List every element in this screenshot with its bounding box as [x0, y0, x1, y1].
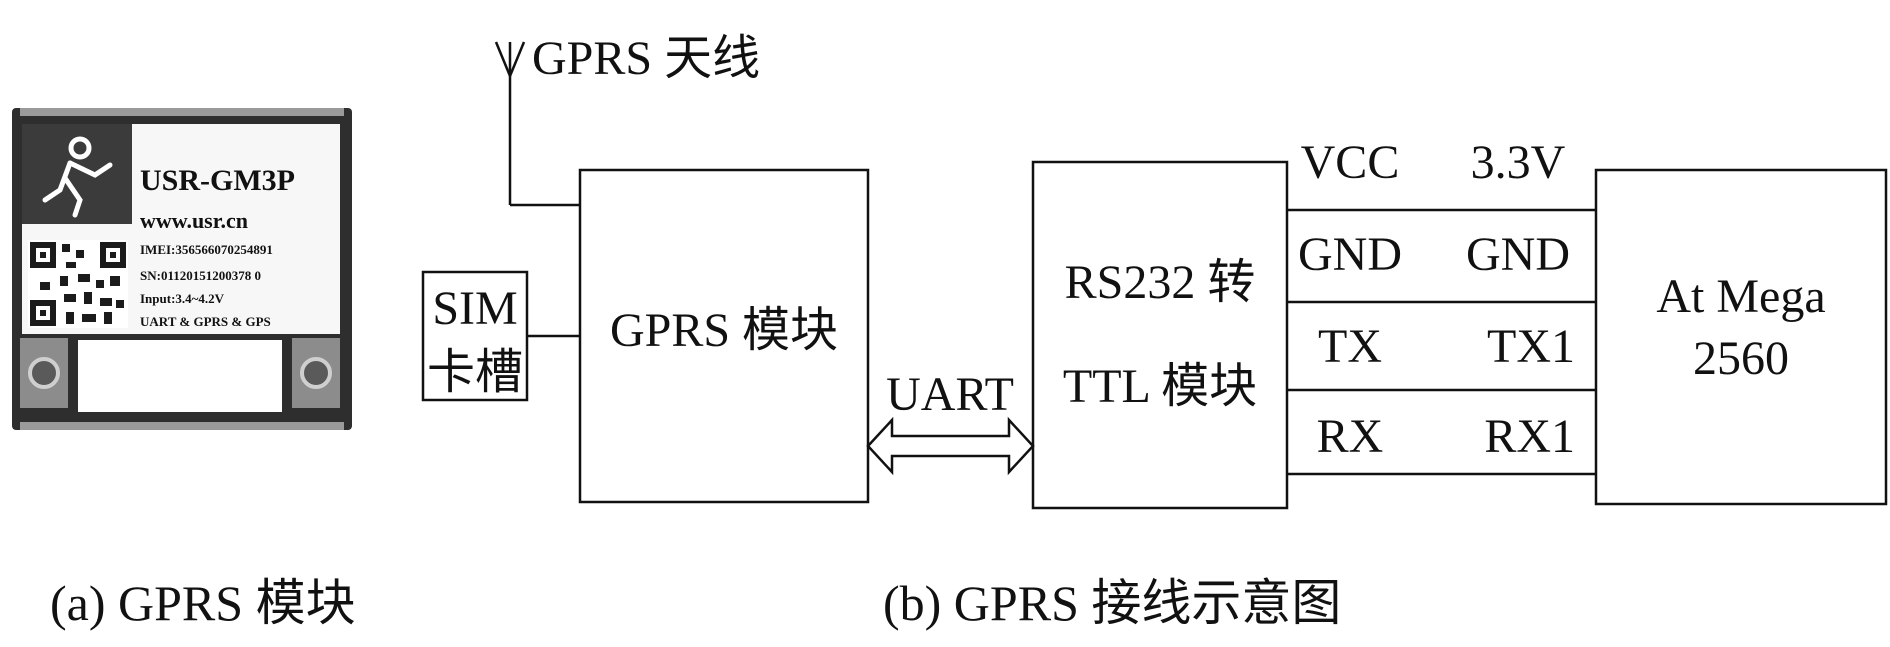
signal-tx-left: TX — [1318, 320, 1382, 373]
caption-a: (a) GPRS 模块 — [50, 575, 356, 631]
signal-rx-right: RX1 — [1484, 410, 1575, 463]
wiring-diagram — [421, 41, 1888, 510]
signal-tx-right: TX1 — [1487, 320, 1575, 373]
signal-rx-left: RX — [1317, 410, 1384, 463]
running-man-logo-icon — [42, 136, 113, 218]
top-pins — [20, 108, 344, 116]
gprs-module-photo: USR-GM3P www.usr.cn IMEI:356566070254891… — [12, 108, 352, 430]
converter-label-line2: TTL 模块 — [1063, 360, 1257, 413]
sim-label-line1: SIM — [432, 282, 517, 335]
mcu-label-line2: 2560 — [1693, 332, 1789, 385]
connector-right-icon — [300, 357, 332, 389]
signal-gnd-right: GND — [1466, 228, 1570, 281]
mcu-box — [1594, 168, 1888, 506]
converter-box — [1031, 160, 1289, 510]
gprs-module-label: GPRS 模块 — [610, 304, 838, 357]
signal-lines — [1287, 208, 1596, 476]
signal-vcc-right: 3.3V — [1471, 136, 1566, 189]
module-imei-text: IMEI:356566070254891 — [140, 242, 273, 257]
uart-double-arrow-icon — [866, 416, 1035, 476]
signal-gnd-left: GND — [1298, 228, 1402, 281]
qr-code-icon — [28, 240, 128, 328]
uart-label: UART — [886, 368, 1014, 421]
connector-left-icon — [28, 357, 60, 389]
shield-can — [78, 340, 282, 412]
module-sn-text: SN:01120151200378 0 — [140, 268, 261, 283]
module-model-text: USR-GM3P — [140, 164, 295, 197]
sim-label-line2: 卡槽 — [427, 346, 523, 399]
signal-vcc-left: VCC — [1301, 136, 1400, 189]
module-website-text: www.usr.cn — [140, 208, 248, 233]
module-input-text: Input:3.4~4.2V — [140, 291, 225, 306]
converter-label-line1: RS232 转 — [1065, 256, 1256, 309]
caption-b: (b) GPRS 接线示意图 — [883, 575, 1341, 631]
antenna-label: GPRS 天线 — [532, 32, 760, 85]
module-features-text: UART & GPRS & GPS — [140, 314, 271, 329]
mcu-label-line1: At Mega — [1656, 270, 1825, 323]
bottom-pins — [20, 422, 344, 430]
gprs-module-box — [578, 168, 870, 504]
antenna-icon — [494, 41, 580, 207]
